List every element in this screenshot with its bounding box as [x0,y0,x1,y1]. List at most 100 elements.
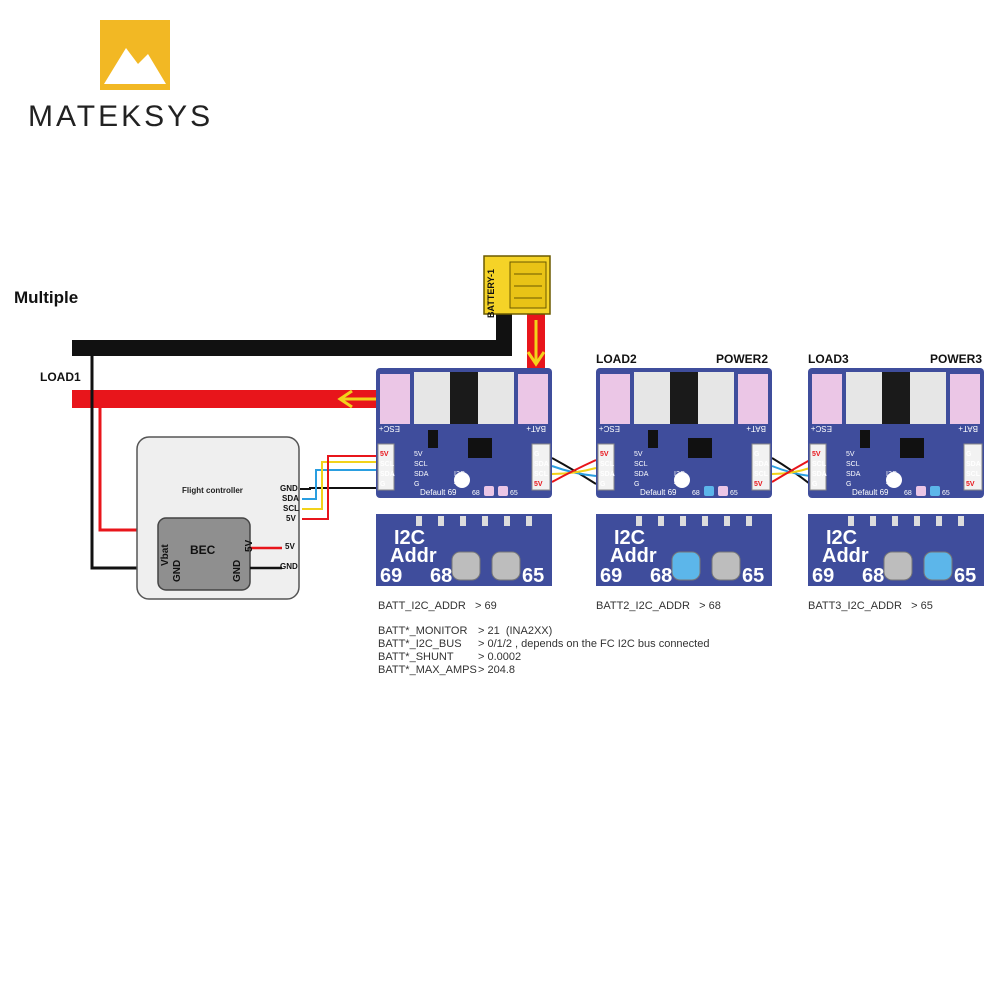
param-value: > 21 (INA2XX) [478,625,553,637]
bat-label: BAT+ [746,424,766,433]
addr-param-1: BATT_I2C_ADDR > 69 [378,600,497,612]
left-pin-label: SDA [600,471,615,478]
bec-out-gnd: GND [280,562,298,571]
zoom-contact [914,516,920,526]
left-pin-label: SCL [380,461,395,468]
esc-label: ESC+ [599,424,620,433]
middle-pin-label: 5V [414,451,423,458]
left-pin-label: 5V [812,451,821,458]
bat-label: BAT+ [958,424,978,433]
mateksys-logo-icon [100,20,170,90]
ina-chip [468,438,492,458]
zoom-sub: Addr [822,545,869,567]
bat-pad [738,374,768,424]
right-pin-label: SCL [534,471,549,478]
zoom-pad-68 [451,551,481,581]
middle-pin-label: SDA [414,471,429,478]
zoom-contact [482,516,488,526]
power3-label: POWER3 [930,352,983,366]
right-pin-label: SDA [966,461,981,468]
addr-label: Addr [454,479,469,486]
left-pin-label: G [380,481,386,488]
brand-name: MATEKSYS [28,100,214,133]
zoom-num-68: 68 [650,565,672,587]
power-cable [72,390,416,408]
zoom-title: I2C [614,527,645,549]
zoom-contact [504,516,510,526]
pad-label: 65 [730,490,738,497]
middle-pin-label: 5V [634,451,643,458]
param-name: BATT*_MAX_AMPS [378,664,477,676]
battery-label: BATTERY-1 [486,268,496,318]
left-pin-label: SDA [380,471,395,478]
i2c-gnd-wire [300,487,376,490]
zoom-contact [746,516,752,526]
zoom-pad-65 [711,551,741,581]
zoom-contact [416,516,422,526]
middle-pin-label: SCL [634,461,648,468]
addr-param-2: BATT2_I2C_ADDR > 68 [596,600,721,612]
mount-hole [674,472,690,488]
middle-pin-label: G [414,481,419,488]
esc-label: ESC+ [811,424,832,433]
mosfet [428,430,438,448]
mount-hole [454,472,470,488]
zoom-num-68: 68 [862,565,884,587]
zoom-num-69: 69 [812,565,834,587]
middle-pin-label: G [634,481,639,488]
default-label: Default 69 [640,488,677,497]
battery-connector [483,255,551,315]
left-pin-label: 5V [600,451,609,458]
addr-label: Addr [886,479,901,486]
zoom-num-69: 69 [380,565,402,587]
bec-pin-vbat: Vbat [160,544,171,566]
fc-pin-gnd: GND [280,484,298,493]
esc-pad [380,374,410,424]
zoom-title: I2C [394,527,425,549]
zoom-pad-68 [883,551,913,581]
param-name: BATT*_MONITOR [378,625,468,637]
addr-param-name: BATT2_I2C_ADDR [596,600,690,612]
mount-hole [886,472,902,488]
addr-param-3: BATT3_I2C_ADDR > 65 [808,600,933,612]
param-name: BATT*_SHUNT [378,651,454,663]
mosfet [860,430,870,448]
i2c-label: I2C [454,471,465,478]
shunt-core [882,372,910,424]
shunt-core [450,372,478,424]
param-name: BATT*_I2C_BUS [378,638,462,650]
esc-pad [812,374,842,424]
param-value: > 0/1/2 , depends on the FC I2C bus conn… [478,638,710,650]
left-connector [597,443,615,491]
pad-label: 68 [472,490,480,497]
middle-pin-label: SCL [846,461,860,468]
pad-label: 65 [510,490,518,497]
zoom-contact [870,516,876,526]
addr-pad-65 [718,486,728,496]
zoom-sub: Addr [390,545,437,567]
zoom-pad-68 [671,551,701,581]
load3-label: LOAD3 [808,352,849,366]
addr-param-value: > 69 [475,600,497,612]
esc-label: ESC+ [379,424,400,433]
middle-pin-label: SDA [634,471,649,478]
i2c-5v-wire [302,455,376,520]
left-pin-label: G [600,481,606,488]
bec-module [157,517,251,591]
bat-pad [518,374,548,424]
middle-pin-label: SDA [846,471,861,478]
addr-param-value: > 65 [911,600,933,612]
zoom-contact [936,516,942,526]
bec-pin-gnd: GND [172,559,183,582]
pad-label: 65 [942,490,950,497]
right-pin-label: G [966,451,972,458]
left-pin-label: SCL [812,461,827,468]
right-pin-label: G [754,451,760,458]
shunt-core [670,372,698,424]
right-pin-label: 5V [754,481,763,488]
zoom-num-65: 65 [522,565,544,587]
ina-chip [900,438,924,458]
